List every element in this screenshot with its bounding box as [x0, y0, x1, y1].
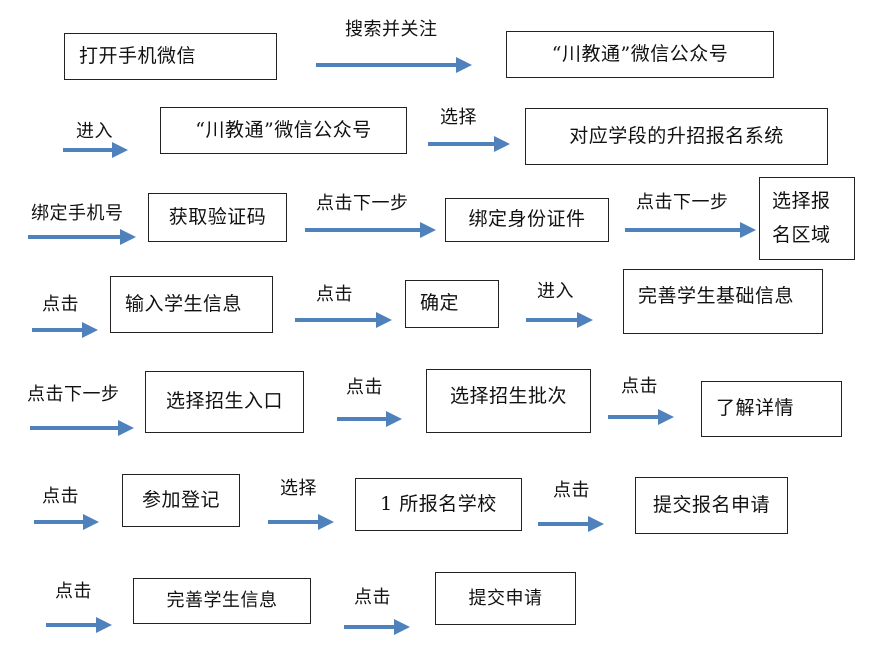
step-box-10: 完善学生基础信息 — [623, 269, 823, 334]
edge-label-6: 点击下一步 — [636, 192, 729, 213]
edge-label-16: 点击 — [55, 581, 92, 602]
edge-label-13: 点击 — [42, 486, 79, 507]
step-box-15: 1 所报名学校 — [355, 478, 522, 531]
step-box-17: 完善学生信息 — [133, 578, 311, 624]
edge-label-1: 搜索并关注 — [345, 19, 438, 40]
edge-label-17: 点击 — [354, 587, 391, 608]
edge-label-10: 点击下一步 — [27, 384, 120, 405]
edge-label-9: 进入 — [537, 281, 574, 302]
step-box-14: 参加登记 — [122, 474, 240, 527]
step-box-9: 确定 — [405, 280, 499, 328]
edge-label-14: 选择 — [280, 478, 317, 499]
step-box-12: 选择招生批次 — [426, 369, 591, 433]
edge-label-8: 点击 — [316, 284, 353, 305]
step-box-3: “川教通”微信公众号 — [160, 107, 407, 154]
edge-label-11: 点击 — [346, 377, 383, 398]
step-box-4: 对应学段的升招报名系统 — [525, 108, 828, 165]
step-box-2: “川教通”微信公众号 — [506, 31, 774, 78]
edge-label-5: 点击下一步 — [316, 193, 409, 214]
edge-label-4: 绑定手机号 — [31, 203, 124, 224]
step-box-7: 选择报名区域 — [759, 177, 855, 260]
step-box-6: 绑定身份证件 — [445, 198, 609, 242]
edge-label-2: 进入 — [76, 121, 113, 142]
edge-label-12: 点击 — [621, 376, 658, 397]
step-box-11: 选择招生入口 — [145, 371, 304, 433]
step-box-5: 获取验证码 — [148, 193, 287, 242]
edge-label-7: 点击 — [42, 294, 79, 315]
step-box-1: 打开手机微信 — [64, 33, 277, 80]
step-box-16: 提交报名申请 — [635, 477, 788, 534]
step-box-18: 提交申请 — [435, 572, 576, 625]
step-box-8: 输入学生信息 — [110, 276, 273, 333]
edge-label-15: 点击 — [553, 480, 590, 501]
edge-label-3: 选择 — [440, 107, 477, 128]
step-box-13: 了解详情 — [701, 381, 842, 437]
